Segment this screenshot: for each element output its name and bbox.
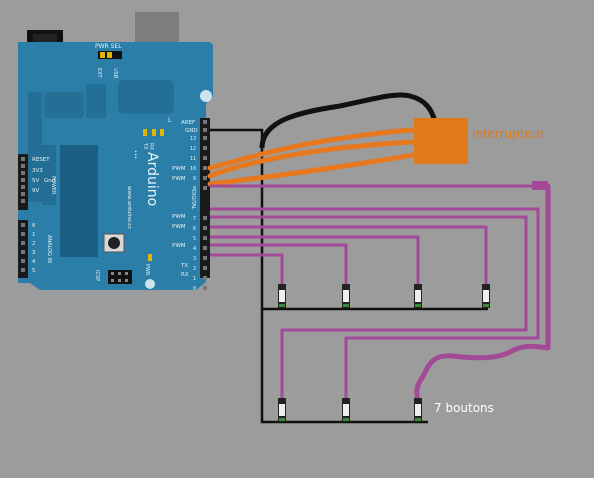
analog-pin-label: 5 [32, 268, 35, 274]
analog-pin-labels: 0 1 2 3 4 5 [32, 223, 36, 274]
push-button[interactable] [278, 398, 286, 422]
pwr-sel-label: PWR SEL [95, 43, 122, 50]
push-button[interactable] [278, 284, 286, 308]
rx-pin-label: RX [181, 272, 189, 278]
vin-pin-label: 9V [32, 188, 39, 194]
arduino-logo-text: Arduino [144, 152, 160, 206]
switch-label: interrupteur [472, 127, 545, 141]
push-button[interactable] [342, 284, 350, 308]
3v3-pin-label: 3V3 [32, 168, 43, 174]
digital-pin [203, 256, 207, 260]
l-led-label: L [168, 117, 172, 124]
pwr-label: PWR [144, 264, 150, 276]
push-button[interactable] [414, 398, 422, 422]
digital-pin [203, 266, 207, 270]
digital-pin [203, 146, 207, 150]
led-rx [160, 129, 164, 136]
pwm-label: PWM [172, 176, 186, 182]
digital-pin [203, 136, 207, 140]
digital-pin [203, 128, 207, 132]
analog-pin-label: 3 [32, 250, 35, 256]
digital-pin [203, 186, 207, 190]
pwm-label: PWM [172, 214, 186, 220]
push-buttons [278, 284, 490, 422]
mount-hole [145, 279, 155, 289]
analog-in-label: ANALOG IN [46, 235, 52, 263]
digital-pin [203, 226, 207, 230]
push-button[interactable] [482, 284, 490, 308]
reset-button-cap[interactable] [108, 237, 120, 249]
icsp-label: ICSP [94, 270, 100, 281]
analog-pin-label: 2 [32, 241, 35, 247]
button-signal-wire-curved [414, 183, 551, 401]
digital-pin-label: 2 [193, 266, 196, 272]
digital-pin-label: 6 [193, 226, 196, 232]
mount-hole [200, 90, 212, 102]
tx-led-label: TX [142, 142, 148, 150]
digital-pin-label: 0 [193, 286, 196, 292]
led-l [143, 129, 147, 136]
digital-pin-label: 1 [193, 276, 196, 282]
analog-header [18, 220, 28, 278]
microcontroller-chip [42, 145, 56, 205]
rx-led-label: RX [148, 143, 154, 150]
digital-pin-label: 9 [193, 176, 196, 182]
digital-pin-label: 4 [193, 246, 196, 252]
usb-label: USB [112, 68, 118, 79]
power-section-label: POWER [50, 176, 56, 195]
pwm-label: PWM [172, 166, 186, 172]
gnd-right-pin-label: GND [185, 128, 198, 134]
analog-pin-label: 0 [32, 223, 35, 229]
digital-pin-label: 12 [190, 146, 196, 152]
digital-pin-label: 10 [190, 166, 196, 172]
digital-pin [203, 120, 207, 124]
digital-pin [203, 156, 207, 160]
aref-pin-label: AREF [181, 120, 195, 126]
digital-pin-label: 13 [190, 136, 196, 142]
pwm-label: PWM [172, 243, 186, 249]
switch-ground-wire [259, 92, 438, 149]
switch-signal-wires [207, 127, 421, 187]
analog-pin-label: 4 [32, 259, 36, 265]
digital-pin-label: 7 [193, 216, 196, 222]
pwm-label: PWM [172, 224, 186, 230]
switch-component[interactable] [414, 118, 468, 164]
arduino-url: www.arduino.cc [126, 186, 132, 229]
digital-pin [203, 176, 207, 180]
pwr-led [148, 254, 152, 261]
gnd-pin-label: Gnd [44, 178, 55, 184]
digital-pin-label: 11 [190, 156, 196, 162]
svg-text:•••: ••• [132, 150, 138, 159]
led-tx [152, 129, 156, 136]
push-button[interactable] [414, 284, 422, 308]
analog-pin-label: 1 [32, 232, 35, 238]
push-button[interactable] [342, 398, 350, 422]
digital-pin [203, 236, 207, 240]
digital-header [200, 118, 210, 278]
digital-pin-label: 8 [193, 186, 196, 192]
digital-pin [203, 166, 207, 170]
buttons-label: 7 boutons [434, 401, 494, 415]
digital-pin [203, 246, 207, 250]
tx-pin-label: TX [180, 263, 188, 269]
ground-wires [210, 128, 488, 424]
digital-pin [203, 286, 207, 290]
ext-label: EXT [96, 68, 102, 78]
arduino-board: PWR SEL EXT USB TX RX L Arduino www.ardu… [18, 12, 213, 292]
reset-pin-label: RESET [32, 157, 50, 163]
5v-pin-label: 5V [32, 178, 39, 184]
digital-pin-label: 3 [193, 256, 196, 262]
button-signal-wires [210, 184, 540, 400]
digital-pin-label: 5 [193, 236, 196, 242]
digital-label: DIGITAL [190, 190, 196, 210]
digital-pin [203, 276, 207, 280]
digital-pin [203, 216, 207, 220]
